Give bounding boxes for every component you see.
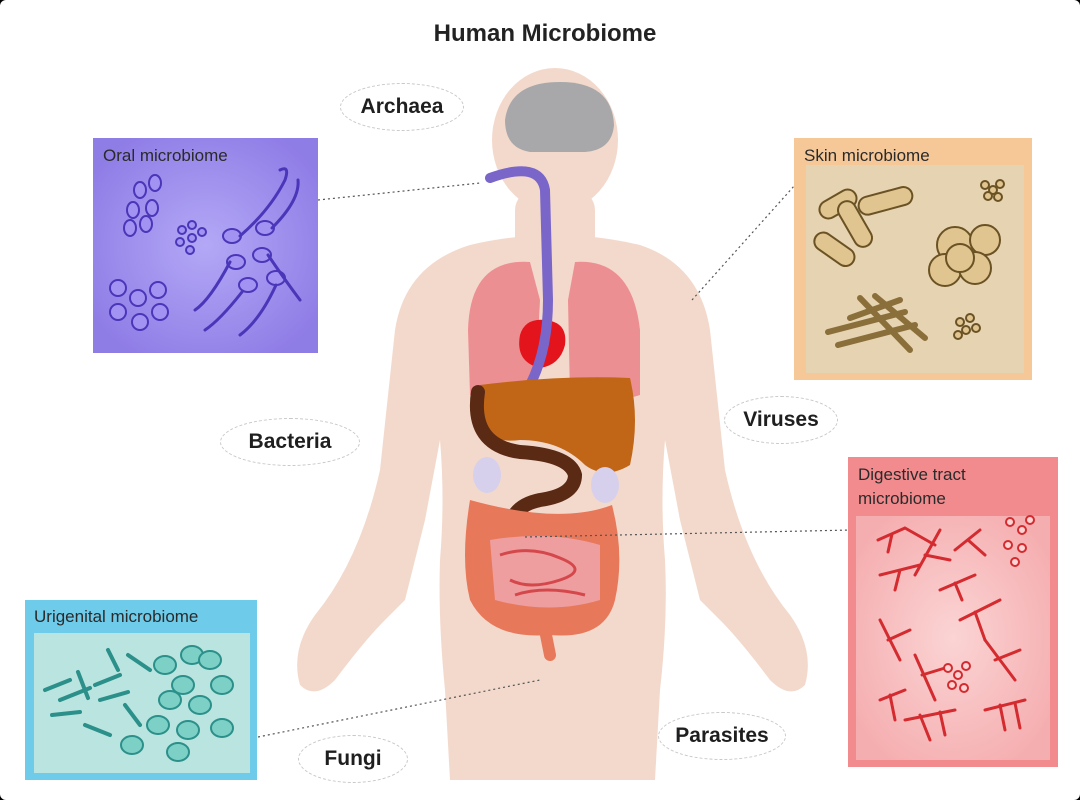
skin-microbiome-panel [794,138,1032,380]
brain [505,82,614,152]
liver [470,377,635,473]
right-lung [568,261,640,400]
small-intestine [490,536,600,608]
category-fungi: Fungi [298,735,408,783]
urigenital-microbiome-panel [25,600,257,780]
esophagus [485,166,554,390]
category-parasites: Parasites [658,712,786,760]
oral-microbiome-label: Oral microbiome [103,146,228,165]
digestive-microbiome-label-line2: microbiome [858,489,946,508]
diagram-title: Human Microbiome [433,20,657,47]
category-bacteria: Bacteria [220,418,360,466]
right-kidney [591,467,619,503]
digestive-microbiome-panel [848,457,1058,767]
oral-connector [317,182,481,201]
oral-microbiome-panel [93,138,318,353]
stomach [469,385,583,582]
small-intestine-folds [499,549,586,597]
left-kidney [473,457,501,493]
category-archaea: Archaea [340,83,464,131]
urigenital-microbiome-label: Urigenital microbiome [34,607,199,626]
category-viruses: Viruses [724,396,838,444]
skin-connector [691,184,796,301]
skin-microbiome-label: Skin microbiome [804,146,930,165]
left-lung [468,261,540,400]
connector-lines [257,182,853,738]
rectum [539,624,556,661]
digestive-microbiome-label-line1: Digestive tract [858,465,966,484]
